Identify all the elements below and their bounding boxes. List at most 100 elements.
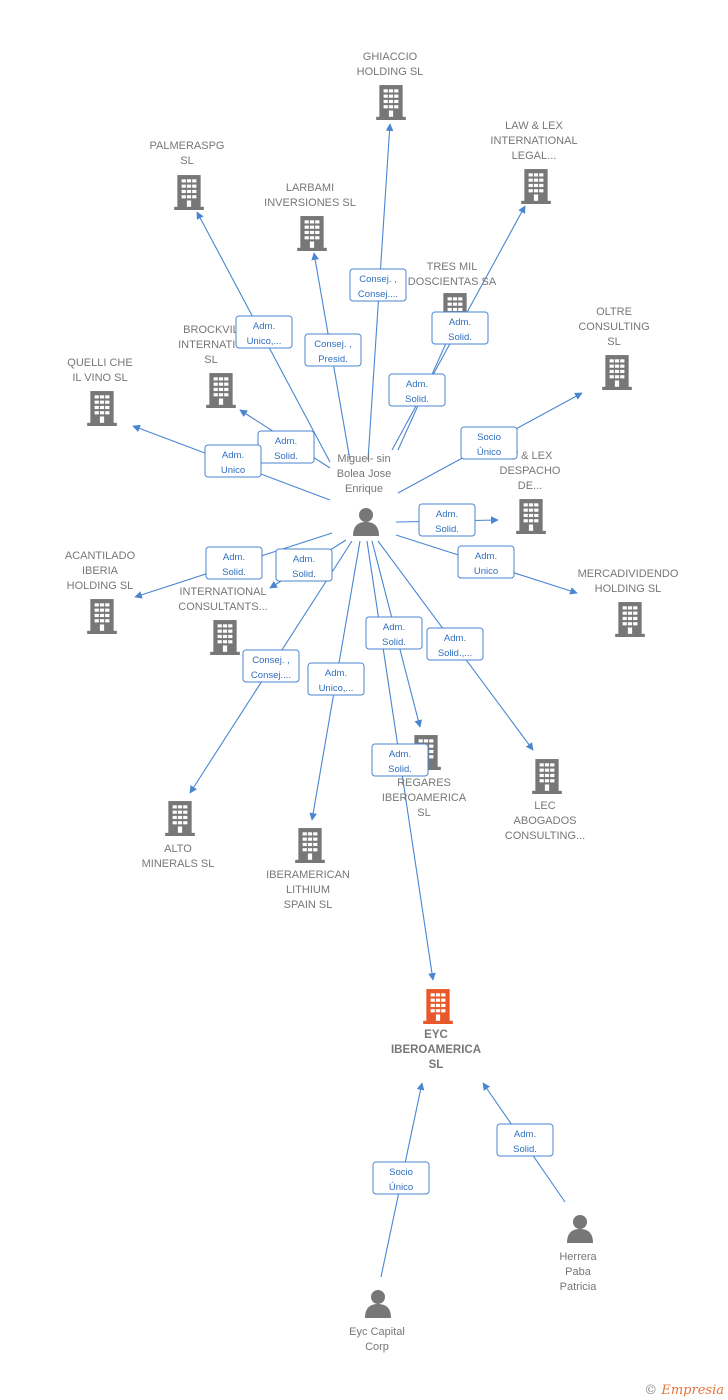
edge-label-miguel-to-acantilado[interactable]: Adm. Solid. — [205, 546, 263, 580]
edge-label-miguel-to-eyc[interactable]: Adm.Solid. — [371, 743, 429, 777]
edge-label-miguel-to-larbami[interactable]: Consej. ,Presid. — [304, 333, 362, 367]
building-icon — [615, 602, 645, 637]
nodes-layer: GHIACCIO HOLDING SL LAW & LEX INTERNATIONAL… — [65, 51, 679, 1353]
edge-label-text: Adm. — [406, 379, 428, 390]
node-label: INTERNATIO — [178, 339, 244, 351]
node-intconsult[interactable]: INTERNATIONALCONSULTANTS... — [178, 586, 268, 655]
node-label: IBERAMERICAN — [266, 869, 350, 881]
edge-label-text: Solid. — [435, 524, 459, 535]
node-label: Miguel- sin — [337, 453, 390, 465]
node-regares[interactable]: REGARES IBEROAMERICA SL — [382, 735, 467, 819]
edge-label-miguel-to-alto[interactable]: Consej. ,Consej.... — [242, 649, 300, 683]
edge-label-box — [205, 546, 263, 580]
edge-label-miguel-to-mercadividendo[interactable]: Adm.Unico — [457, 545, 515, 579]
copyright-symbol: © — [644, 1383, 658, 1398]
node-label: ALTO — [164, 843, 192, 855]
node-label: INVERSIONES SL — [264, 197, 356, 209]
edge-label-miguel-to-lawlex_int[interactable]: Adm.Solid. — [431, 311, 489, 345]
edge-label-text: Unico — [221, 465, 245, 476]
edge-label-box — [242, 649, 300, 683]
node-lawlex_desp[interactable]: W & LEXDESPACHODE... — [500, 450, 561, 534]
building-icon — [87, 391, 117, 426]
edge-label-text: Adm. — [436, 509, 458, 520]
node-label: IBEROAMERICA — [382, 792, 467, 804]
edge-label-miguel-to-ghiaccio[interactable]: Consej. ,Consej.... — [349, 268, 407, 302]
node-label: QUELLI CHE — [67, 357, 132, 369]
edge-label-miguel-to-lawlex_desp[interactable]: Adm. Solid. — [418, 503, 476, 537]
brand-name: Empresia — [661, 1383, 724, 1398]
edge-label-text: Socio — [477, 432, 501, 443]
node-label: DESPACHO — [500, 465, 561, 477]
edge-label-text: Solid. — [513, 1144, 537, 1155]
node-label: HOLDING SL — [357, 66, 424, 78]
person-icon — [365, 1290, 391, 1318]
edge-label-text: Adm. — [444, 633, 466, 644]
node-label: GHIACCIO — [363, 51, 418, 63]
edge-label-miguel-to-regares[interactable]: Adm.Solid. — [365, 616, 423, 650]
node-label: LAW & LEX — [505, 120, 563, 132]
edge-label-box — [304, 333, 362, 367]
edge-label-text: Adm. — [223, 552, 245, 563]
node-label: INTERNATIONAL — [490, 135, 577, 147]
edge-label-text: Solid. — [222, 567, 246, 578]
edge-label-miguel-to-quelli[interactable]: Adm.Unico — [204, 444, 262, 478]
edge-label-box — [307, 662, 365, 696]
edge-label-miguel-to-lec[interactable]: Adm.Solid.,... — [426, 627, 484, 661]
person-icon — [353, 508, 379, 536]
edge-label-miguel-to-tresmil[interactable]: Adm.Solid. — [388, 373, 446, 407]
edge-label-box — [418, 503, 476, 537]
node-label: OLTRE — [596, 306, 632, 318]
watermark: © Empresia — [644, 1383, 724, 1398]
building-icon — [423, 989, 453, 1024]
node-label: Enrique — [345, 483, 383, 495]
edge-label-herrera-to-eyc[interactable]: Adm. Solid. — [496, 1123, 554, 1157]
node-label: SL — [417, 807, 430, 819]
edge-label-text: Solid. — [382, 637, 406, 648]
node-label: TRES MIL — [427, 261, 478, 273]
building-icon — [376, 85, 406, 120]
edge-label-box — [349, 268, 407, 302]
edge-label-text: Consej. , — [359, 274, 397, 285]
node-label: Patricia — [560, 1281, 598, 1293]
node-ghiaccio[interactable]: GHIACCIO HOLDING SL — [357, 51, 424, 120]
node-label: CONSULTING... — [505, 830, 585, 842]
node-label: LEGAL... — [512, 150, 557, 162]
edge-label-text: Solid. — [388, 764, 412, 775]
edge-label-miguel-to-intconsult[interactable]: Adm.Solid. — [275, 548, 333, 582]
edge-label-text: Solid. — [292, 569, 316, 580]
node-label: Paba — [565, 1266, 592, 1278]
edge-label-text: Socio — [389, 1167, 413, 1178]
node-label: LEC — [534, 800, 555, 812]
node-label: MERCADIVIDENDO — [578, 568, 679, 580]
node-lec[interactable]: LECABOGADOSCONSULTING... — [505, 759, 585, 842]
node-label: EYC — [424, 1029, 448, 1041]
node-label: REGARES — [397, 777, 451, 789]
node-lawlex_int[interactable]: LAW & LEX INTERNATIONAL LEGAL... — [490, 120, 578, 204]
edge-label-miguel-to-brockville[interactable]: Adm.Solid. — [257, 430, 315, 464]
edge-label-text: Adm. — [514, 1129, 536, 1140]
node-label: BROCKVIL — [183, 324, 239, 336]
edge-label-miguel-to-palmeraspg[interactable]: Adm.Unico,... — [235, 315, 293, 349]
edge-label-text: Adm. — [253, 321, 275, 332]
building-icon — [297, 216, 327, 251]
edge-label-box — [496, 1123, 554, 1157]
edge-label-miguel-to-iberamerican[interactable]: Adm.Unico,... — [307, 662, 365, 696]
edge-label-box — [457, 545, 515, 579]
